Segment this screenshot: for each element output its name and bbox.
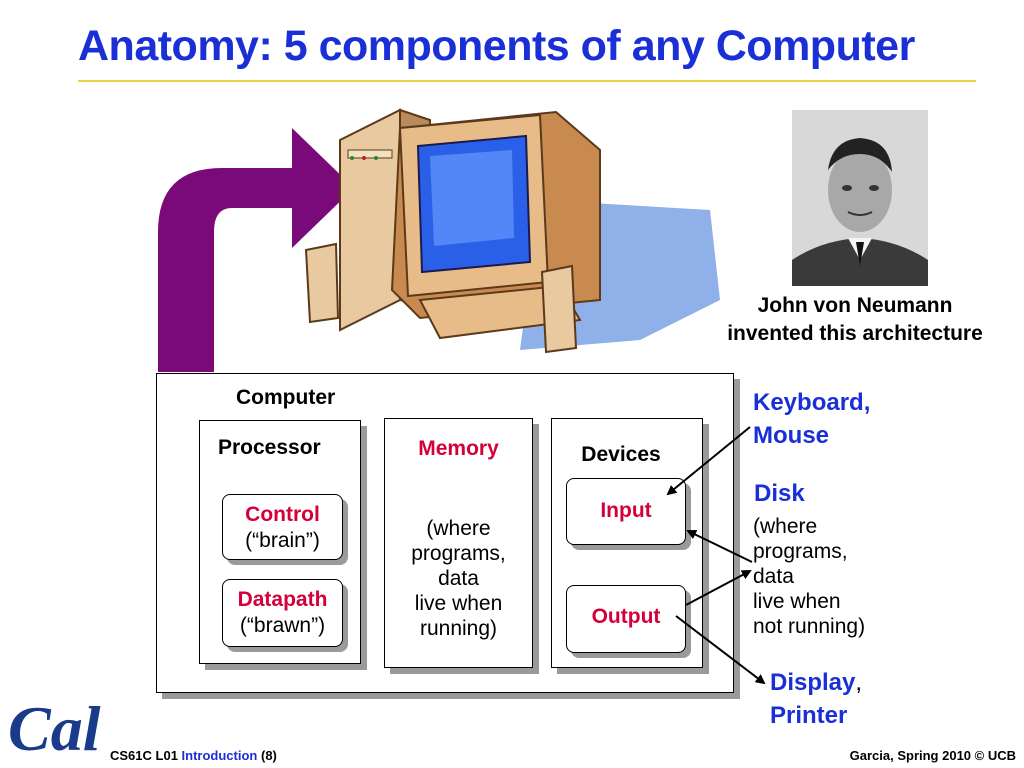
control-box: [222, 494, 343, 560]
memory-text-line: data: [438, 567, 479, 590]
processor-label: Processor: [218, 436, 321, 459]
datapath-subtitle: (“brawn”): [239, 614, 326, 637]
input-label: Input: [600, 499, 652, 522]
disk-label: Disk: [754, 480, 805, 507]
disk-text-line: data: [753, 565, 794, 588]
display-line: Display: [770, 669, 856, 696]
title-underline: [78, 80, 976, 82]
disk-text-line: not running): [753, 615, 866, 638]
output-to-display-arrow: [675, 615, 766, 685]
memory-text-line: running): [419, 617, 498, 640]
footer-course-code: CS61C L01: [110, 748, 178, 763]
portrait-caption-line1: John von Neumann: [757, 294, 953, 317]
datapath-box: [222, 579, 343, 647]
disk-to-input-arrow: [686, 529, 753, 563]
purple-arrow: [158, 128, 354, 372]
input-box: [566, 478, 686, 545]
keyboard-to-input-arrow: [666, 426, 751, 496]
datapath-label: Datapath: [237, 588, 328, 611]
footer-credit: Garcia, Spring 2010 © UCB: [849, 748, 1016, 763]
von-neumann-portrait: [792, 110, 928, 286]
printer-line: Printer: [770, 702, 848, 729]
disk-text-line: programs,: [753, 540, 848, 563]
cal-logo: Cal: [8, 693, 101, 764]
portrait-caption-line2: invented this architecture: [727, 322, 983, 345]
portrait-caption: John von Neumann invented this architect…: [690, 292, 1020, 348]
footer-slide-number: (8): [261, 748, 277, 763]
mouse-line: Mouse: [753, 422, 830, 449]
memory-label: Memory: [418, 437, 499, 460]
disk-text-line: (where: [753, 515, 818, 538]
display-printer-label: Display, Printer: [770, 666, 862, 732]
display-comma: ,: [855, 669, 863, 696]
keyboard-line: Keyboard,: [753, 389, 871, 416]
memory-description: (where programs, data live when running): [384, 516, 533, 641]
control-label: Control: [245, 503, 320, 526]
control-subtitle: (“brain”): [245, 529, 320, 552]
disk-text-line: live when: [753, 590, 841, 613]
computer-label: Computer: [236, 386, 336, 409]
slide-title: Anatomy: 5 components of any Computer: [78, 22, 915, 70]
footer-topic[interactable]: Introduction: [181, 748, 258, 763]
keyboard-mouse-label: Keyboard, Mouse: [753, 386, 870, 452]
svg-text:Cal: Cal: [8, 693, 101, 764]
footer-course: CS61C L01 Introduction (8): [110, 748, 277, 763]
disk-description: (where programs, data live when not runn…: [753, 514, 865, 639]
output-box: [566, 585, 686, 653]
output-label: Output: [591, 605, 661, 628]
devices-label: Devices: [581, 443, 661, 466]
memory-box: [384, 418, 533, 668]
memory-text-line: live when: [414, 592, 503, 615]
memory-text-line: programs,: [411, 542, 506, 565]
memory-text-line: (where: [426, 517, 491, 540]
output-to-disk-arrow: [685, 570, 752, 606]
